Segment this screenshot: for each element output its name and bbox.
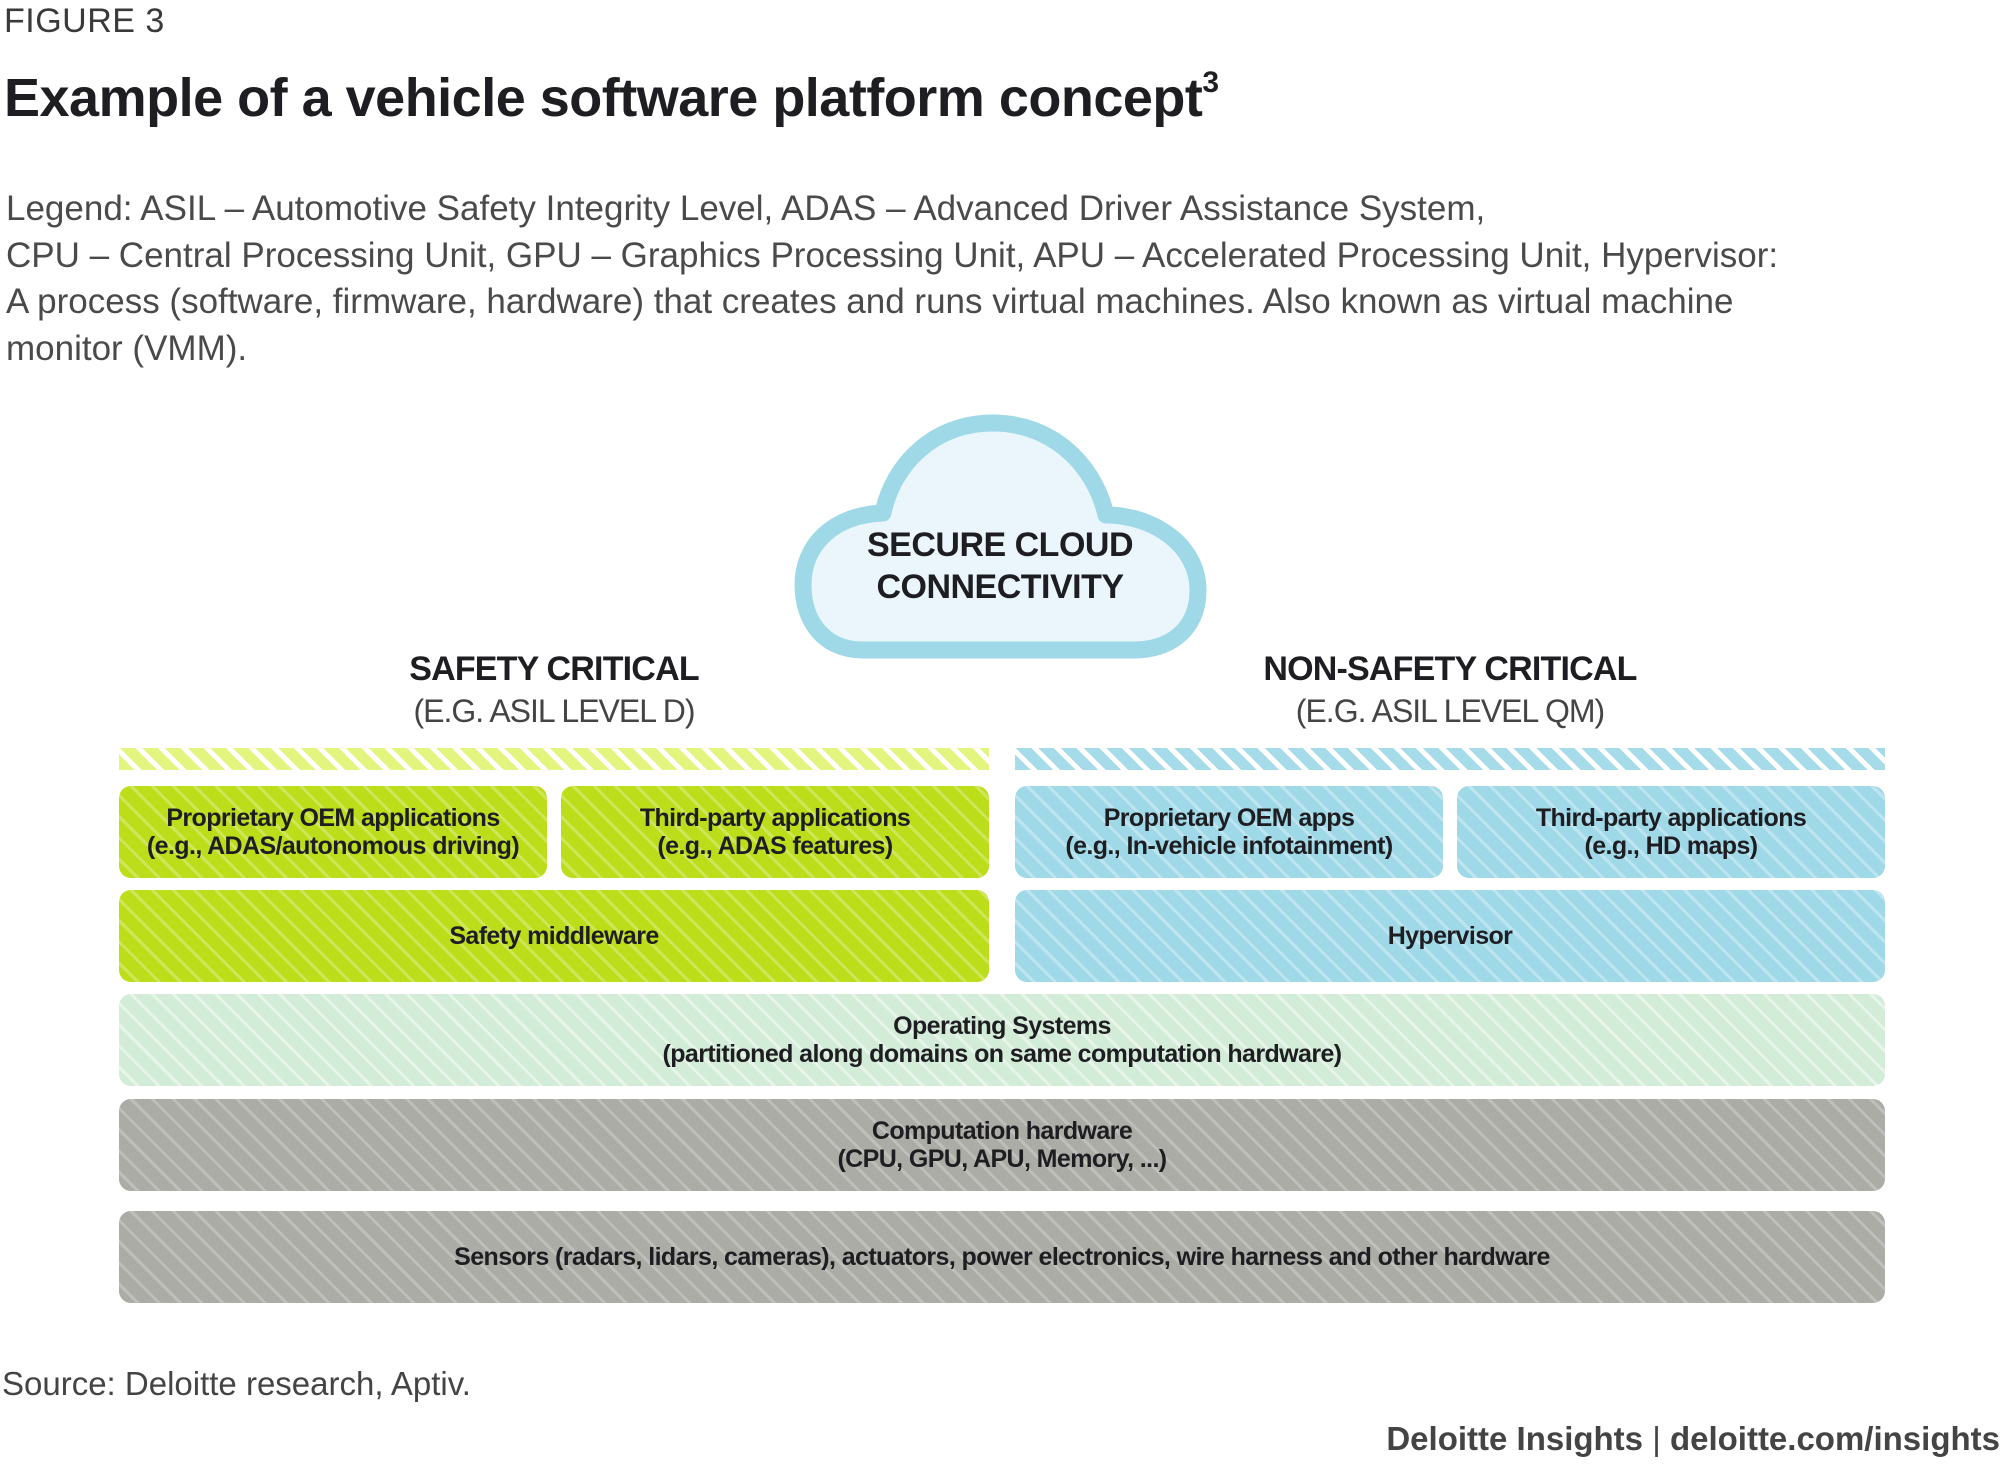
box-sublabel: (e.g., ADAS/autonomous driving) [146, 832, 520, 860]
non-safety-critical-band [1015, 748, 1885, 770]
box-label: Hypervisor [1387, 922, 1513, 950]
footnote-reference[interactable]: 3 [1202, 66, 1219, 99]
cloud-label-line1: SECURE CLOUD [866, 526, 1134, 564]
safety-critical-band [119, 748, 989, 770]
box-label: Computation hardware [871, 1117, 1133, 1145]
figure-title-text: Example of a vehicle software platform c… [4, 68, 1203, 128]
box-label: Proprietary OEM applications [166, 804, 500, 832]
sensors-hardware-box: Sensors (radars, lidars, cameras), actua… [119, 1211, 1885, 1303]
footer-brand: Deloitte Insights [1386, 1420, 1644, 1457]
safety-critical-subtitle: (E.G. ASIL LEVEL D) [413, 693, 696, 729]
figure-label: FIGURE 3 [4, 2, 165, 40]
legend-line: Legend: ASIL – Automotive Safety Integri… [6, 189, 1486, 228]
box-sublabel: (partitioned along domains on same compu… [662, 1040, 1343, 1068]
proprietary-oem-applications-box: Proprietary OEM applications (e.g., ADAS… [119, 786, 547, 878]
footer-separator: | [1643, 1420, 1670, 1457]
safety-middleware-box: Safety middleware [119, 890, 989, 982]
box-sublabel: (e.g., In-vehicle infotainment) [1065, 832, 1393, 860]
footer-credit: Deloitte Insights | deloitte.com/insight… [1386, 1420, 2000, 1458]
legend-line: CPU – Central Processing Unit, GPU – Gra… [6, 235, 1779, 275]
box-label: Third-party applications [639, 804, 911, 832]
proprietary-oem-apps-box: Proprietary OEM apps (e.g., In-vehicle i… [1015, 786, 1443, 878]
source-note: Source: Deloitte research, Aptiv. [2, 1365, 471, 1402]
legend-line: monitor (VMM). [6, 328, 248, 368]
operating-systems-box: Operating Systems (partitioned along dom… [119, 994, 1885, 1086]
legend-text: Legend: ASIL – Automotive Safety Integri… [6, 186, 1966, 372]
box-sublabel: (e.g., HD maps) [1584, 832, 1759, 860]
third-party-applications-nonsafety-box: Third-party applications (e.g., HD maps) [1457, 786, 1885, 878]
cloud-icon [794, 414, 1207, 659]
box-label: Sensors (radars, lidars, cameras), actua… [454, 1243, 1550, 1271]
hypervisor-box: Hypervisor [1015, 890, 1885, 982]
box-sublabel: (CPU, GPU, APU, Memory, ...) [837, 1145, 1167, 1173]
cloud-shape [794, 414, 1207, 659]
computation-hardware-box: Computation hardware (CPU, GPU, APU, Mem… [119, 1099, 1885, 1191]
non-safety-critical-title: NON-SAFETY CRITICAL [1263, 650, 1637, 688]
safety-critical-header: SAFETY CRITICAL (E.G. ASIL LEVEL D) [119, 650, 989, 730]
box-label: Proprietary OEM apps [1103, 804, 1355, 832]
legend-line: A process (software, firmware, hardware)… [6, 282, 1734, 321]
cloud-label: SECURE CLOUD CONNECTIVITY [800, 524, 1200, 608]
footer-url[interactable]: deloitte.com/insights [1669, 1420, 2000, 1457]
box-sublabel: (e.g., ADAS features) [657, 832, 893, 860]
box-label: Third-party applications [1535, 804, 1807, 832]
safety-critical-title: SAFETY CRITICAL [409, 650, 699, 688]
figure-title: Example of a vehicle software platform c… [4, 66, 1219, 129]
non-safety-critical-header: NON-SAFETY CRITICAL (E.G. ASIL LEVEL QM) [1015, 650, 1885, 730]
box-label: Safety middleware [449, 922, 659, 950]
box-label: Operating Systems [893, 1012, 1111, 1040]
non-safety-critical-subtitle: (E.G. ASIL LEVEL QM) [1295, 693, 1605, 729]
cloud-label-line2: CONNECTIVITY [876, 568, 1124, 606]
third-party-applications-safety-box: Third-party applications (e.g., ADAS fea… [561, 786, 989, 878]
